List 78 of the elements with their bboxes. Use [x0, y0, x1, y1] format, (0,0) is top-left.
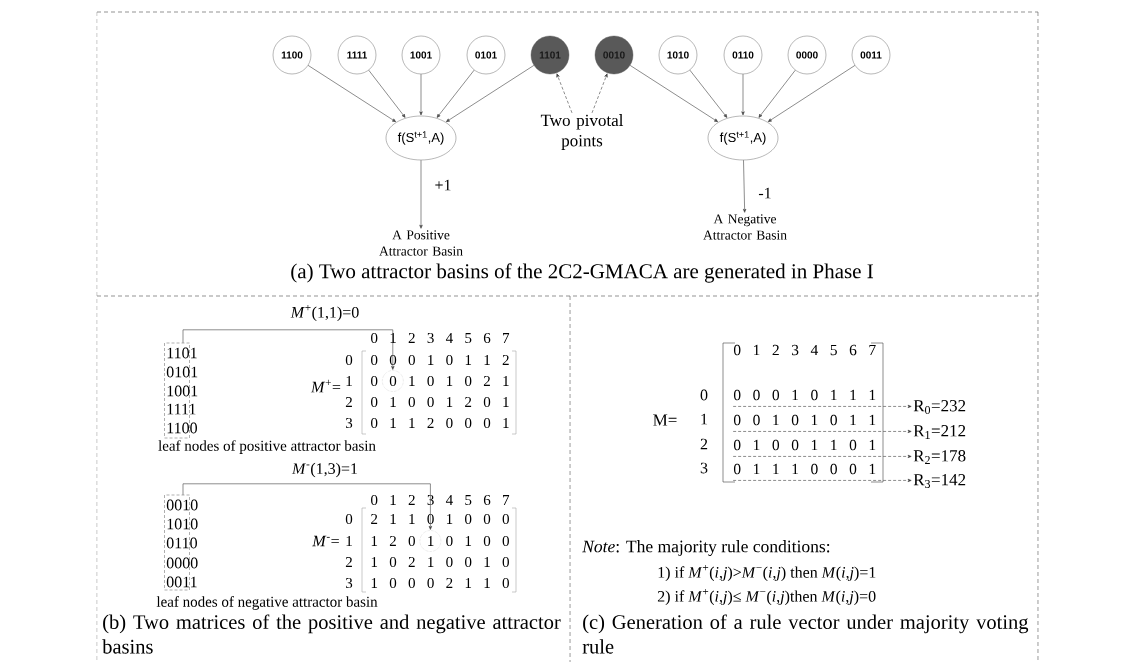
basin-label: A Positive Attractor Basin	[379, 230, 463, 256]
leaf-code: 0101	[166, 366, 198, 378]
row-index: 3	[346, 577, 353, 589]
leaf-code: 0000	[166, 557, 198, 569]
dashed-arrow	[591, 73, 608, 114]
matrix-name: M$^{-}$=	[312, 535, 339, 547]
matrix-row: 0 1 0 0 1 2 0 1	[371, 396, 509, 408]
rule-value: R$_{2}$=178	[913, 450, 966, 464]
row-index: 2	[345, 557, 352, 567]
leaf-code: 0011	[166, 576, 197, 588]
leader-arrow	[182, 483, 433, 530]
arrow	[689, 69, 728, 118]
matrix-row: 0 1 1 1 0 0 0 1	[733, 463, 876, 475]
highlight-circle	[382, 370, 404, 392]
row-index: 3	[700, 462, 708, 474]
arrow	[307, 65, 396, 122]
condition-text: 2) if M$^{+}$(i,j)≤ M$^{−}$(i,j)then M(i,j)=0	[657, 589, 876, 605]
basin-caption: leaf nodes of positive attractor basin	[158, 440, 376, 454]
row-index: 0	[700, 389, 708, 401]
highlight-circle	[419, 530, 442, 552]
column-header: 0 1 2 3 4 5 6 7	[733, 344, 876, 356]
row-index: 2	[345, 397, 352, 407]
rule-value: R$_{1}$=212	[913, 425, 966, 439]
row-index: 2	[700, 438, 708, 450]
row-index: 1	[346, 536, 352, 546]
leaf-code: 1111	[167, 403, 196, 415]
leaf-code: 1001	[167, 385, 198, 397]
matrix-row: 0 0 1 0 1 0 2 1	[371, 375, 509, 387]
basin-caption: leaf nodes of negative attractor basin	[156, 596, 378, 610]
condition-text: 1) if M$^{+}$(i,j)>M$^{−}$(i,j) then M(i,j)=1	[658, 565, 876, 581]
arrow	[767, 65, 856, 122]
basin-label: A Negative Attractor Basin	[703, 214, 787, 240]
arrow	[741, 73, 745, 116]
panel-caption: (c) Generation of a rule vector under majority voting rule	[582, 614, 1029, 654]
row-index: 1	[346, 376, 352, 386]
dashed-arrow	[732, 454, 912, 459]
arrow	[419, 73, 423, 116]
matrix-name: M=	[653, 414, 677, 426]
arrow	[368, 69, 406, 118]
leaf-code: 1100	[167, 422, 197, 434]
edge-label: +1	[433, 178, 453, 192]
matrix-row: 1 0 2 1 0 0 1 0	[371, 556, 509, 568]
edge-label: -1	[757, 186, 773, 200]
row-index: 3	[346, 417, 353, 429]
matrix-row: 1 0 0 0 2 1 1 0	[371, 577, 509, 589]
rule-value: R$_{3}$=142	[913, 474, 966, 488]
annotation-text: Two pivotal points	[540, 114, 624, 150]
dashed-arrow	[732, 429, 912, 434]
rule-value: R$_{0}$=232	[913, 400, 966, 414]
arrow	[743, 159, 747, 213]
matrix-row: 1 2 0 1 0 1 0 0	[371, 535, 509, 547]
arrow	[436, 69, 475, 118]
matrix-row: 0 0 1 0 1 0 1 1	[733, 414, 876, 426]
leader-arrow	[182, 329, 395, 370]
dashed-arrow	[732, 404, 912, 409]
leaf-code: 0110	[166, 537, 197, 549]
leaf-code: 1101	[167, 347, 197, 359]
row-index: 1	[701, 413, 708, 425]
row-index: 0	[345, 513, 353, 525]
edge-label: M$^{+}$(1,1)=0	[289, 304, 361, 322]
dashed-arrow	[732, 478, 912, 483]
edge-label: M$^{-}$(1,3)=1	[291, 461, 359, 479]
row-index: 0	[345, 354, 353, 366]
note-text: Note: The majority rule conditions:	[582, 540, 830, 556]
leaf-code: 0010	[166, 499, 198, 511]
matrix-name: M$^{+}$=	[310, 379, 341, 393]
matrix-row: 0 0 0 1 0 1 1 2	[371, 354, 509, 366]
dashed-arrow	[556, 73, 573, 114]
matrix-row: 2 1 1 0 1 0 0 0	[371, 513, 509, 525]
leaf-code: 1010	[167, 518, 198, 530]
panel-caption: (a) Two attractor basins of the 2C2-GMACA are generated in Phase I	[291, 263, 873, 283]
matrix-row: 0 1 1 2 0 0 0 1	[371, 417, 509, 429]
arrow	[758, 69, 796, 118]
arrow	[446, 65, 535, 122]
arrow	[629, 65, 718, 122]
matrix-row: 0 0 0 1 0 1 1 1	[733, 389, 876, 401]
arrow	[419, 159, 423, 229]
matrix-row: 0 1 0 0 1 1 0 1	[733, 439, 876, 451]
